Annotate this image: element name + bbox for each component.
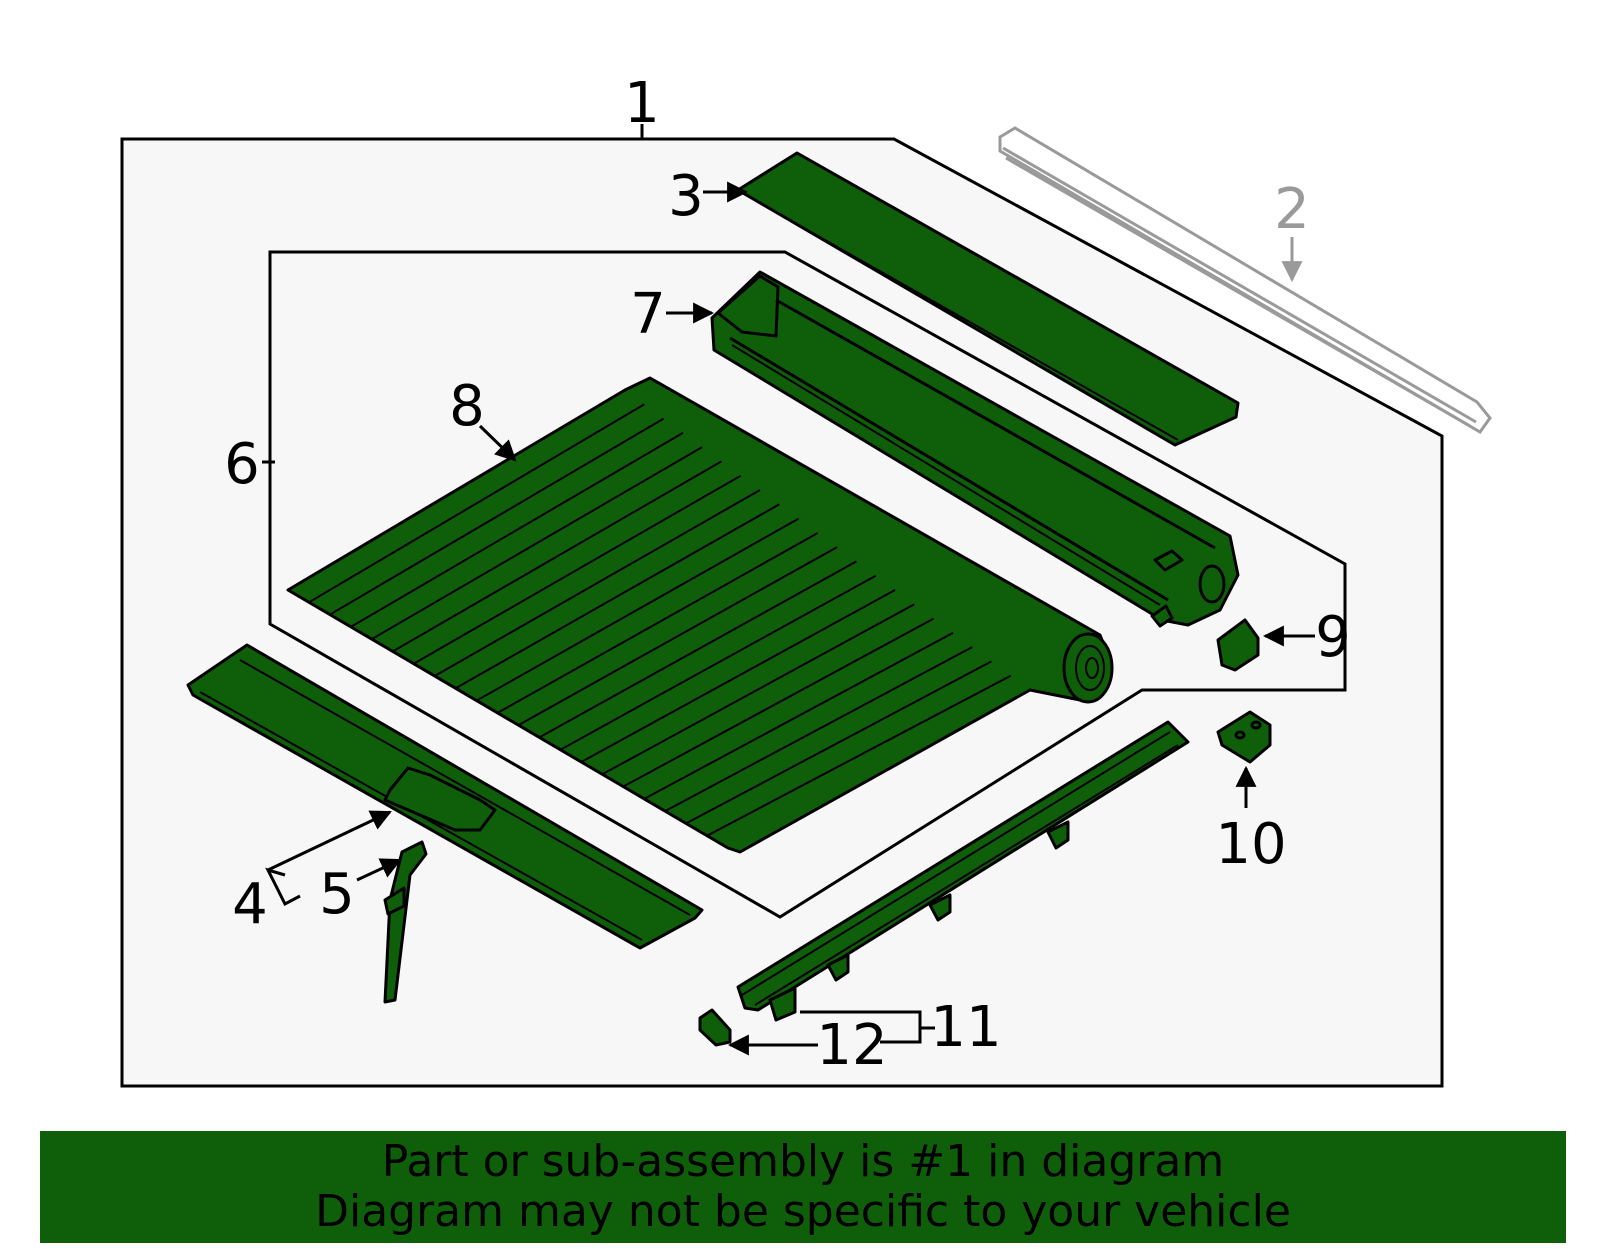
subassembly-6-boundary xyxy=(268,250,1347,919)
cover-slat-line xyxy=(518,546,838,726)
callout-9: 9 xyxy=(1315,605,1351,670)
cover-slat-line xyxy=(392,460,722,653)
cover-slat-line xyxy=(434,489,761,677)
part-7-roller-housing xyxy=(710,270,1240,628)
leader-lines xyxy=(262,124,1315,1056)
cover-slats xyxy=(308,403,1012,837)
callout-11: 11 xyxy=(930,995,1001,1060)
cover-slat-line xyxy=(559,574,877,751)
part-9-bracket xyxy=(1216,618,1260,672)
cover-slat-line xyxy=(497,532,819,714)
cover-slat-line xyxy=(538,560,857,739)
callout-1: 1 xyxy=(624,71,660,136)
part-2-side-rail xyxy=(998,126,1492,434)
callout-4: 4 xyxy=(232,872,268,937)
cover-slat-line xyxy=(643,632,954,800)
cover-slat-line xyxy=(413,474,742,665)
part-5-latch-rod xyxy=(383,840,428,1004)
part-3-header-strip xyxy=(736,151,1240,447)
callout-5: 5 xyxy=(319,862,355,927)
banner-line-1: Part or sub-assembly is #1 in diagram xyxy=(381,1136,1225,1187)
callout-10: 10 xyxy=(1215,812,1286,877)
callout-7: 7 xyxy=(630,282,666,347)
cover-slat-line xyxy=(371,446,703,640)
callout-3: 3 xyxy=(668,164,704,229)
callout-8: 8 xyxy=(449,374,485,439)
callout-2: 2 xyxy=(1274,177,1310,242)
cover-slat-line xyxy=(664,646,973,812)
cover-slat-line xyxy=(476,517,800,702)
cover-slat-line xyxy=(601,603,915,776)
cover-slat-line xyxy=(622,617,935,788)
cover-slat-line xyxy=(350,432,684,628)
cover-slat-line xyxy=(685,660,992,825)
part-8-rolling-cover xyxy=(286,376,1114,854)
info-banner: Part or sub-assembly is #1 in diagram Di… xyxy=(40,1131,1566,1243)
cover-slat-line xyxy=(308,403,645,604)
banner-line-2: Diagram may not be specific to your vehi… xyxy=(315,1186,1291,1237)
part-11-side-rail xyxy=(736,720,1190,1022)
part-4-rear-rail xyxy=(186,643,704,950)
cover-slat-line xyxy=(455,503,780,690)
callout-12: 12 xyxy=(816,1013,887,1078)
cover-slat-line xyxy=(706,674,1012,837)
callout-6: 6 xyxy=(224,432,260,497)
cover-slat-line xyxy=(329,417,665,616)
cover-slat-line xyxy=(580,589,896,763)
part-10-bracket xyxy=(1216,710,1272,764)
